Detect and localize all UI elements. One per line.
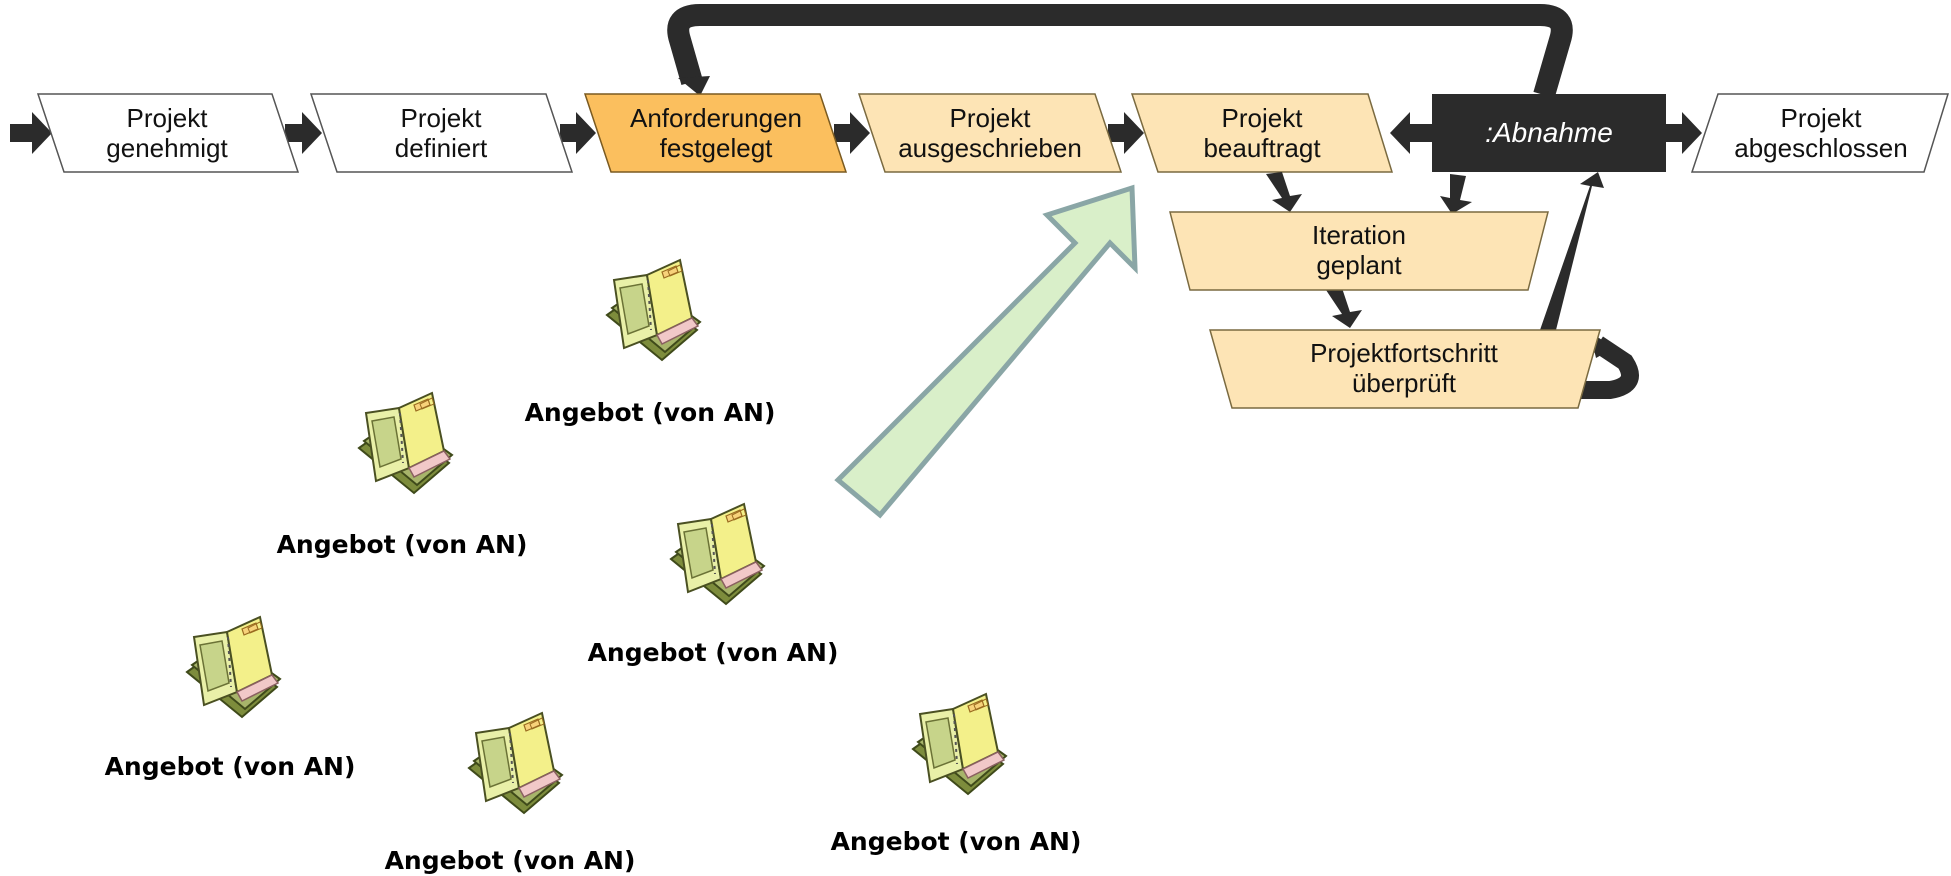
offer-item	[606, 259, 701, 361]
notebook-icon	[358, 392, 453, 494]
milestone-line1: Projekt	[950, 103, 1032, 133]
offer-item	[468, 712, 563, 814]
milestone-line2: festgelegt	[660, 133, 774, 163]
milestone-line2: genehmigt	[106, 133, 228, 163]
offer-label: Angebot (von AN)	[385, 846, 636, 875]
milestone-anforderungen-festgelegt: Anforderungen festgelegt	[583, 93, 848, 173]
offer-label: Angebot (von AN)	[588, 638, 839, 667]
milestone-line1: Projekt	[127, 103, 209, 133]
notebook-icon	[912, 693, 1007, 795]
milestone-projekt-genehmigt: Projekt genehmigt	[36, 93, 300, 173]
milestone-projekt-ausgeschrieben: Projekt ausgeschrieben	[857, 93, 1123, 173]
notebook-icon	[670, 503, 765, 605]
milestone-label: :Abnahme	[1485, 117, 1613, 148]
offer-item	[912, 693, 1007, 795]
milestone-projektfortschritt-ueberprueft: Projektfortschritt überprüft	[1209, 329, 1601, 409]
self-loop-arrow	[1578, 336, 1639, 399]
sub-connectors	[1266, 172, 1604, 330]
loop-arrow-top	[667, 4, 1573, 99]
milestone-projekt-beauftragt: Projekt beauftragt	[1130, 93, 1394, 173]
milestone-line2: geplant	[1316, 250, 1402, 280]
offer-label: Angebot (von AN)	[831, 827, 1082, 856]
milestone-line2: überprüft	[1352, 368, 1457, 398]
milestone-line2: ausgeschrieben	[898, 133, 1082, 163]
offer-item	[670, 503, 765, 605]
offer-label: Angebot (von AN)	[525, 398, 776, 427]
milestone-line1: Anforderungen	[630, 103, 802, 133]
offer-item	[186, 616, 281, 718]
milestone-line2: definiert	[395, 133, 488, 163]
milestone-projekt-definiert: Projekt definiert	[309, 93, 574, 173]
milestone-line2: beauftragt	[1203, 133, 1321, 163]
loop-arrow-top-head	[678, 76, 710, 96]
notebook-icon	[186, 616, 281, 718]
offer-label: Angebot (von AN)	[105, 752, 356, 781]
milestone-abnahme: :Abnahme	[1432, 94, 1666, 172]
milestone-line1: Iteration	[1312, 220, 1406, 250]
milestone-iteration-geplant: Iteration geplant	[1169, 211, 1549, 291]
offer-label: Angebot (von AN)	[277, 530, 528, 559]
milestone-line1: Projektfortschritt	[1310, 338, 1499, 368]
milestone-line2: abgeschlossen	[1734, 133, 1907, 163]
milestone-line1: Projekt	[1222, 103, 1304, 133]
milestone-projekt-abgeschlossen: Projekt abgeschlossen	[1690, 93, 1950, 173]
offer-item	[358, 392, 453, 494]
milestone-line1: Projekt	[401, 103, 483, 133]
notebook-icon	[468, 712, 563, 814]
milestone-line1: Projekt	[1781, 103, 1863, 133]
notebook-icon	[606, 259, 701, 361]
big-green-arrow	[834, 184, 1138, 519]
main-row-connectors	[10, 112, 1702, 154]
